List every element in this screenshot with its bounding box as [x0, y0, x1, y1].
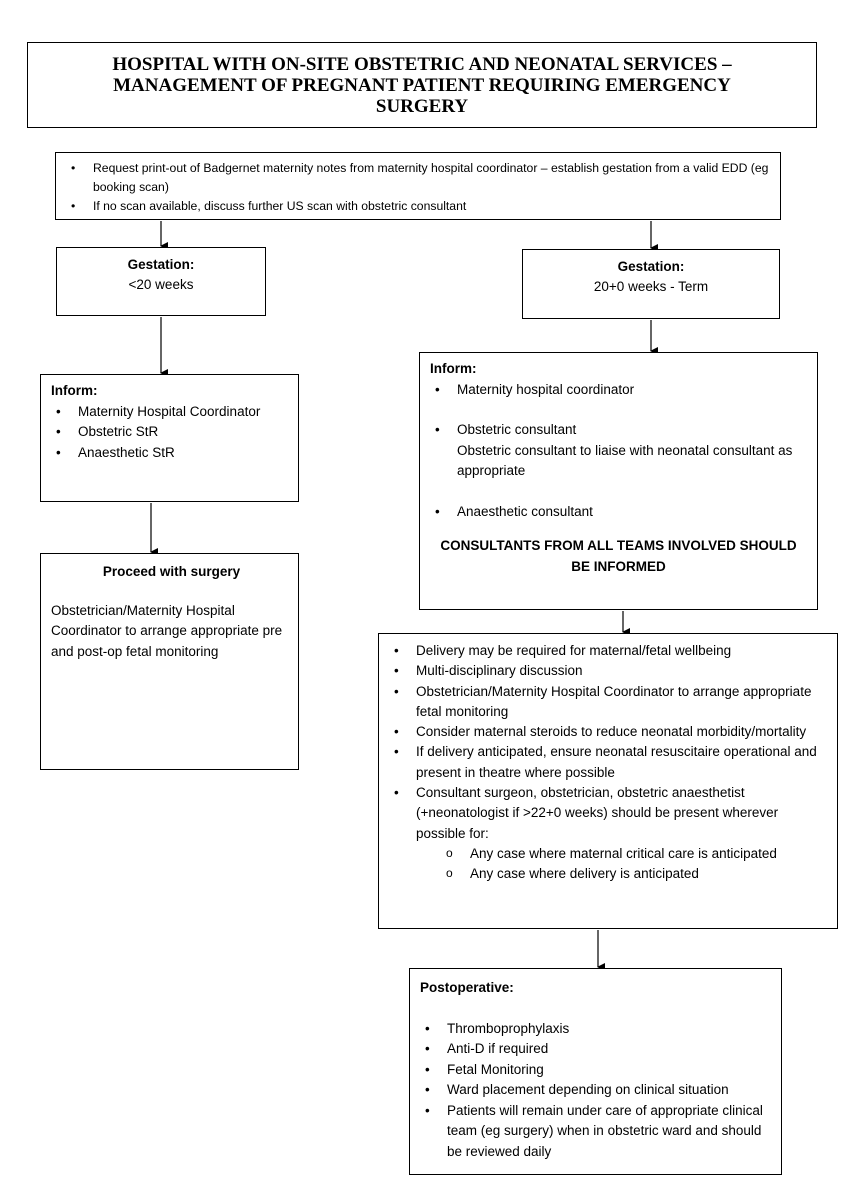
- inform-item: Maternity Hospital Coordinator: [56, 402, 292, 423]
- delivery-subitem: Any case where maternal critical care is…: [446, 843, 829, 864]
- page-title-line-1: HOSPITAL WITH ON-SITE OBSTETRIC AND NEON…: [112, 53, 732, 75]
- delivery-item: Consultant surgeon, obstetrician, obstet…: [394, 783, 829, 844]
- inform-item-text: Obstetric consultant: [457, 422, 577, 437]
- postop-heading: Postoperative:: [420, 980, 514, 995]
- inform-left-list: Maternity Hospital Coordinator Obstetric…: [51, 402, 292, 464]
- delivery-item: Multi-disciplinary discussion: [394, 661, 829, 682]
- inform-left-box: Inform: Maternity Hospital Coordinator O…: [40, 374, 299, 502]
- consultants-warning: CONSULTANTS FROM ALL TEAMS INVOLVED SHOU…: [440, 538, 797, 574]
- page-title-box: HOSPITAL WITH ON-SITE OBSTETRIC AND NEON…: [27, 42, 817, 128]
- delivery-item: Delivery may be required for maternal/fe…: [394, 641, 829, 662]
- delivery-item: Consider maternal steroids to reduce neo…: [394, 722, 829, 743]
- page-title-line-3: SURGERY: [375, 95, 469, 117]
- page-title-line-2: MANAGEMENT OF PREGNANT PATIENT REQUIRING…: [113, 74, 731, 96]
- postop-item: Ward placement depending on clinical sit…: [425, 1080, 773, 1101]
- postop-item: Anti-D if required: [425, 1039, 773, 1060]
- inform-right-list: Maternity hospital coordinator Obstetric…: [430, 380, 807, 523]
- gestation-under-20-box: Gestation: <20 weeks: [56, 247, 266, 316]
- proceed-heading: Proceed with surgery: [102, 564, 241, 579]
- gestation-label: Gestation:: [617, 259, 685, 274]
- inform-heading: Inform:: [51, 383, 98, 398]
- postop-list: Thromboprophylaxis Anti-D if required Fe…: [420, 1019, 773, 1163]
- request-list: Request print-out of Badgernet maternity…: [71, 159, 772, 216]
- delivery-considerations-box: Delivery may be required for maternal/fe…: [378, 633, 838, 929]
- postoperative-box: Postoperative: Thromboprophylaxis Anti-D…: [409, 968, 782, 1175]
- delivery-item: Obstetrician/Maternity Hospital Coordina…: [394, 682, 829, 723]
- inform-item-note: Obstetric consultant to liaise with neon…: [457, 442, 793, 479]
- gestation-value: <20 weeks: [128, 277, 194, 292]
- request-item: Request print-out of Badgernet maternity…: [71, 159, 772, 197]
- inform-item-text: Maternity hospital coordinator: [457, 381, 635, 397]
- postop-item: Thromboprophylaxis: [425, 1019, 773, 1040]
- request-item: If no scan available, discuss further US…: [71, 197, 772, 216]
- delivery-subitem: Any case where delivery is anticipated: [446, 863, 829, 884]
- inform-heading: Inform:: [430, 361, 477, 376]
- proceed-with-surgery-box: Proceed with surgery Obstetrician/Matern…: [40, 553, 299, 770]
- inform-item: Anaesthetic StR: [56, 443, 292, 464]
- gestation-label: Gestation:: [127, 257, 195, 272]
- gestation-value: 20+0 weeks - Term: [593, 279, 709, 294]
- gestation-20-to-term-box: Gestation: 20+0 weeks - Term: [522, 249, 780, 319]
- inform-item: Maternity hospital coordinator: [435, 380, 807, 401]
- request-notes-box: Request print-out of Badgernet maternity…: [55, 152, 781, 220]
- delivery-list: Delivery may be required for maternal/fe…: [394, 641, 829, 844]
- delivery-sublist: Any case where maternal critical care is…: [416, 843, 829, 885]
- delivery-item: If delivery anticipated, ensure neonatal…: [394, 742, 829, 783]
- inform-item: Obstetric consultant Obstetric consultan…: [435, 420, 807, 482]
- inform-item: Obstetric StR: [56, 422, 292, 443]
- postop-item: Patients will remain under care of appro…: [425, 1101, 773, 1163]
- inform-item-text: Anaesthetic consultant: [457, 503, 593, 519]
- inform-item: Anaesthetic consultant: [435, 502, 807, 523]
- postop-item: Fetal Monitoring: [425, 1060, 773, 1081]
- inform-right-box: Inform: Maternity hospital coordinator O…: [419, 352, 818, 610]
- proceed-body: Obstetrician/Maternity Hospital Coordina…: [51, 602, 283, 659]
